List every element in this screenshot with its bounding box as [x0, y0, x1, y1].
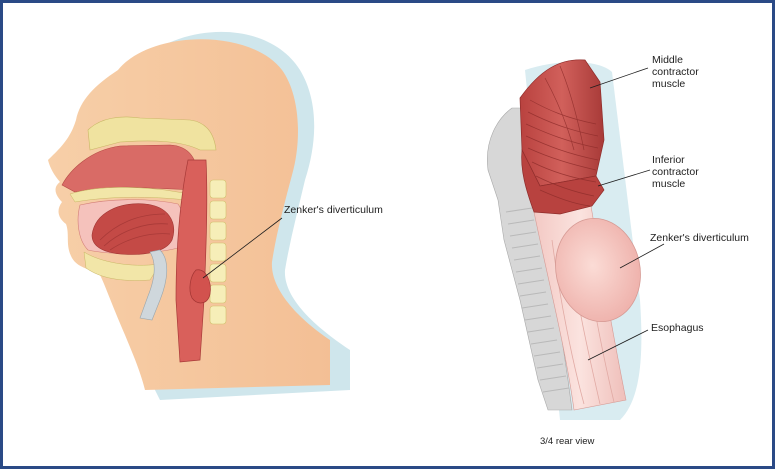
cervical-spine — [210, 180, 226, 324]
label-zenker-left: Zenker's diverticulum — [284, 204, 383, 216]
label-middle-line2: contractor — [652, 66, 742, 78]
label-zenker-right: Zenker's diverticulum — [650, 232, 749, 244]
label-middle-line3: muscle — [652, 78, 742, 90]
label-middle-contractor: Middle contractor muscle — [652, 54, 742, 90]
label-inferior-contractor: Inferior contractor muscle — [652, 154, 742, 190]
label-inferior-line3: muscle — [652, 178, 742, 190]
caption-rear-view: 3/4 rear view — [540, 436, 594, 448]
label-esophagus: Esophagus — [651, 322, 704, 334]
label-inferior-line1: Inferior — [652, 154, 742, 166]
label-inferior-line2: contractor — [652, 166, 742, 178]
rear-view-illustration — [487, 60, 664, 420]
label-middle-line1: Middle — [652, 54, 742, 66]
